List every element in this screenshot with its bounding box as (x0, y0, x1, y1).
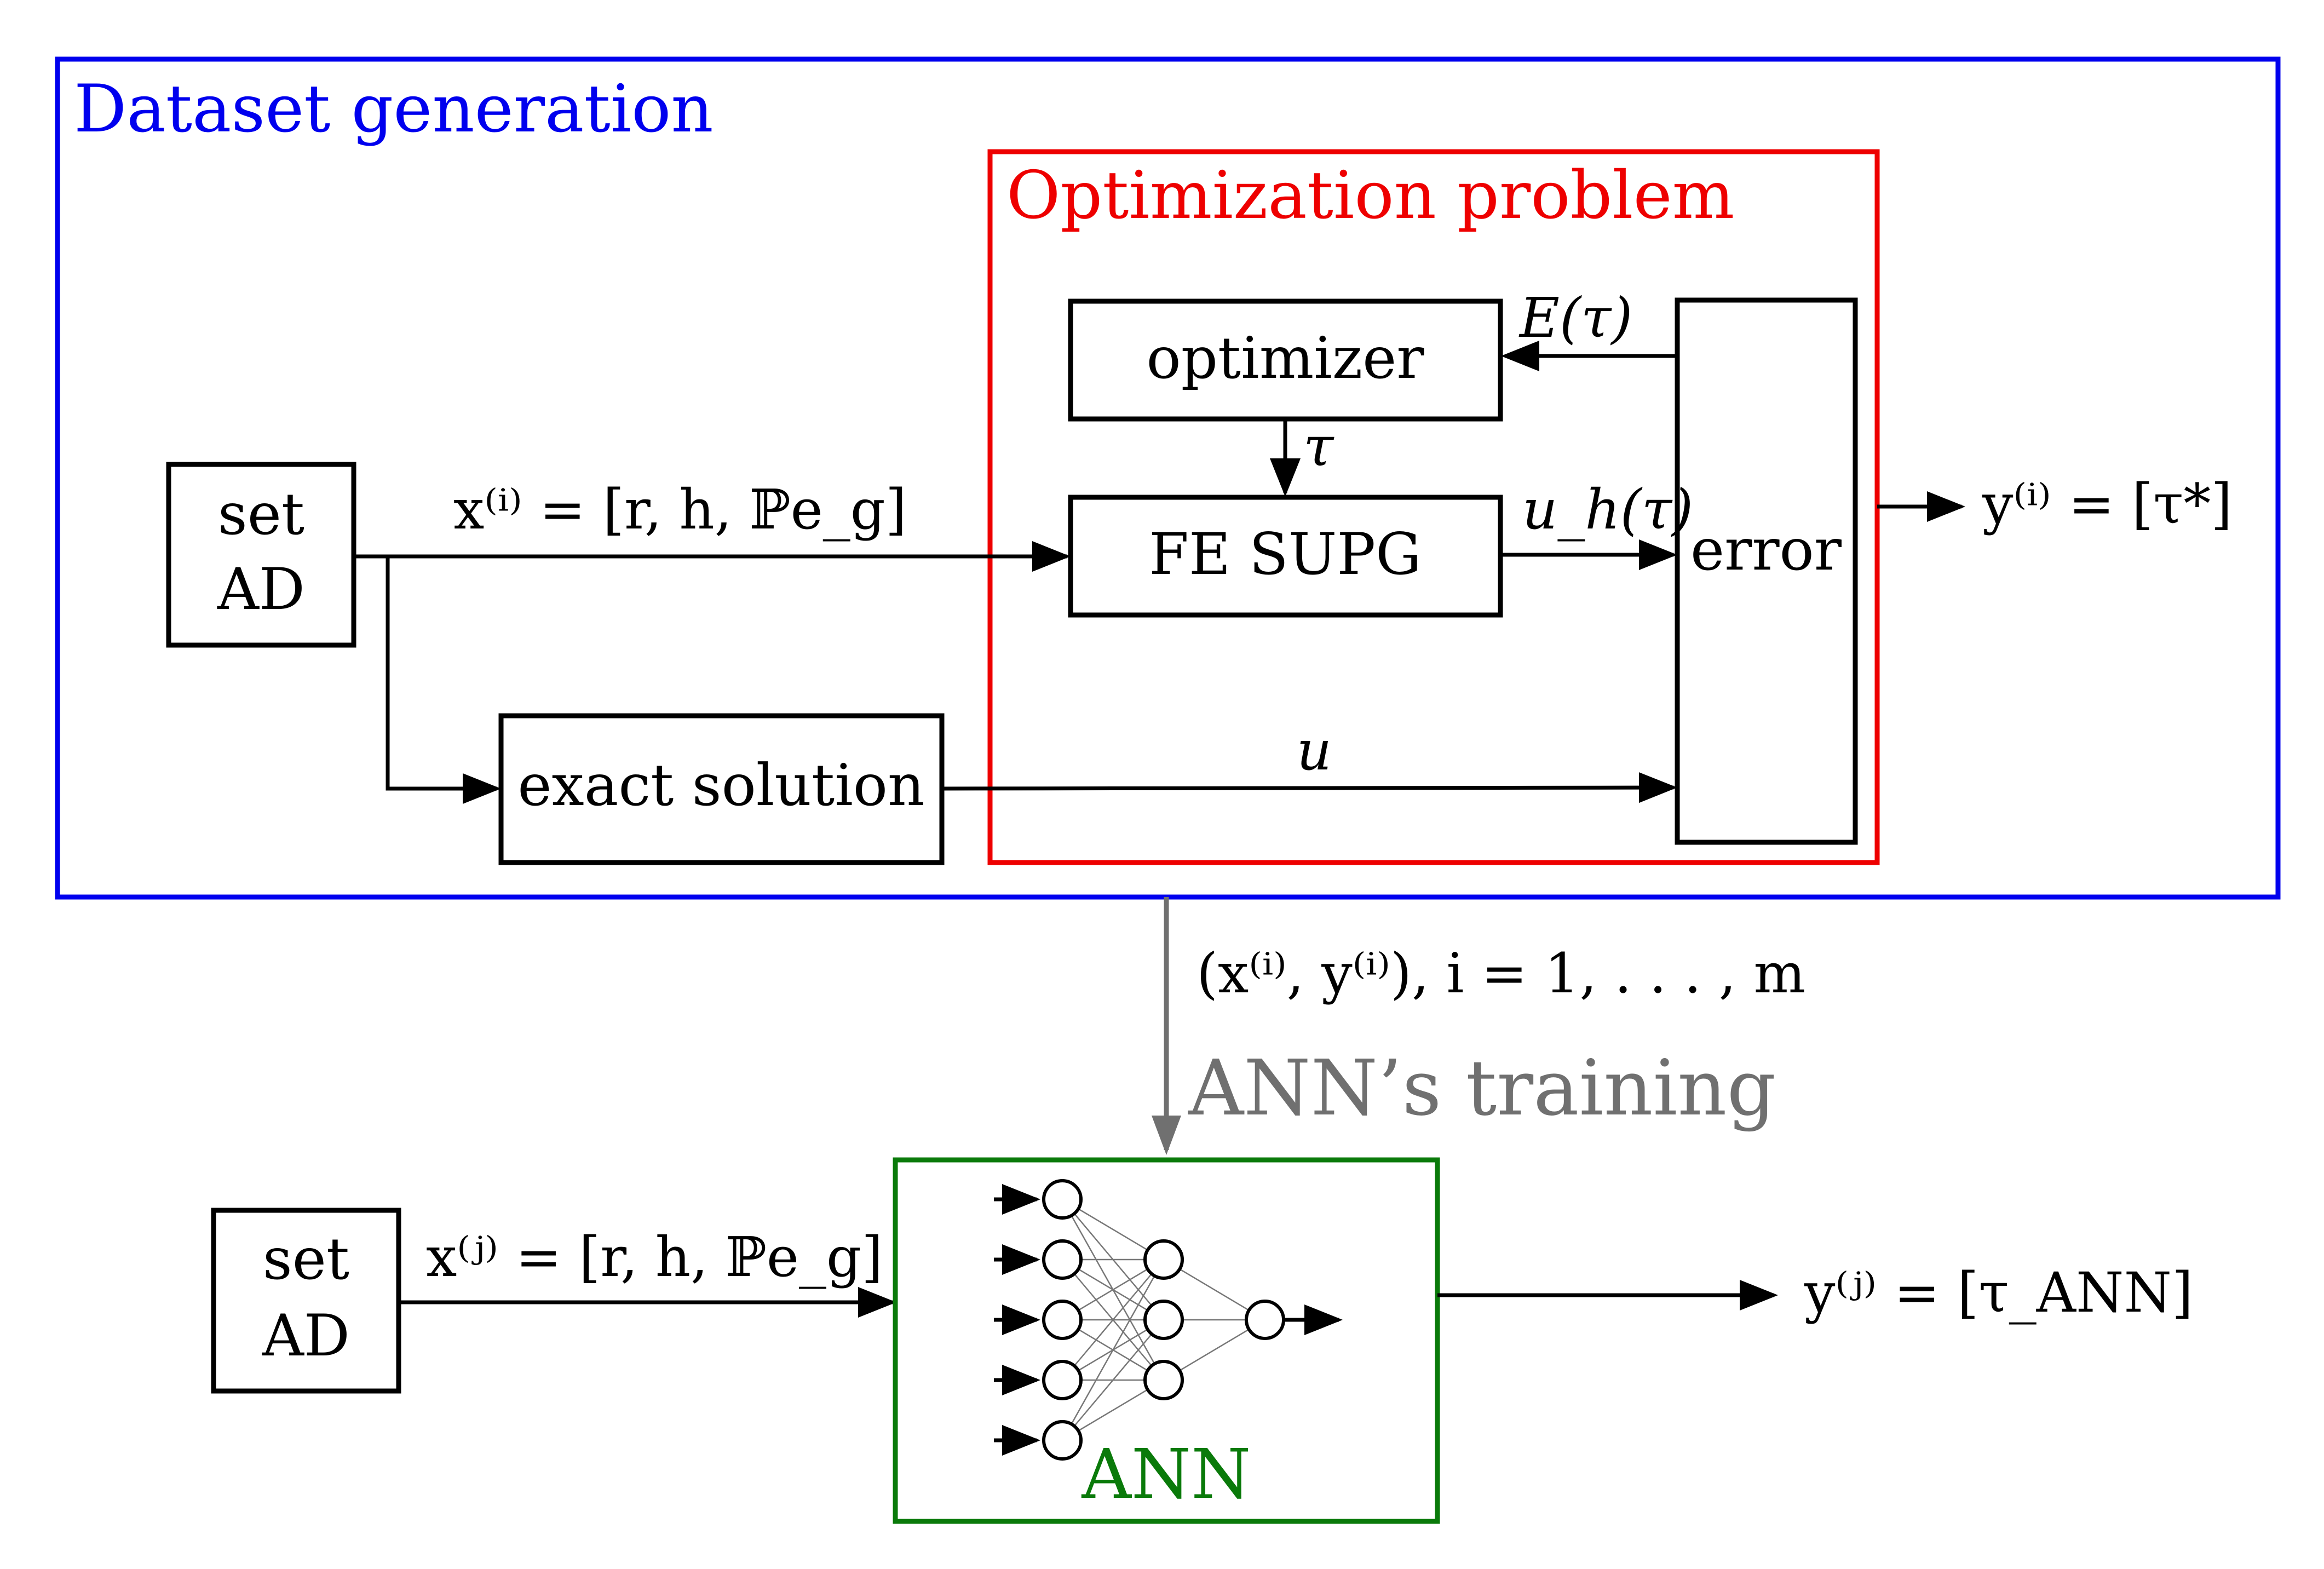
y-i-output-label: y⁽ⁱ⁾ = [τ*] (1982, 472, 2232, 536)
error-box (1675, 297, 1858, 845)
ann-training-label: ANN’s training (1188, 1044, 1776, 1133)
x-j-label: x⁽ʲ⁾ = [r, h, ℙe_g] (426, 1225, 883, 1289)
exact-solution-label: exact solution (517, 752, 924, 819)
fe-supg-box (1068, 495, 1503, 618)
setad-to-exact-arrow (386, 556, 501, 804)
y-j-output-label: y⁽ʲ⁾ = [τ_ANN] (1804, 1261, 2193, 1325)
fe-supg-label: FE SUPG (1149, 521, 1422, 588)
optimization-problem-title: Optimization problem (1006, 158, 1734, 234)
exact-solution-box (498, 713, 945, 865)
set-ad-box-inference (211, 1208, 401, 1394)
neural-network-icon (994, 1179, 1343, 1461)
set-ad-label-line2: AD (217, 556, 305, 623)
tau-label: τ (1303, 415, 1334, 479)
x-i-label: x⁽ⁱ⁾ = [r, h, ℙe_g] (453, 478, 907, 542)
e-tau-label: E(τ) (1518, 286, 1632, 350)
uh-tau-label: u_h(τ) (1522, 478, 1693, 542)
training-pairs-label: (x⁽ⁱ⁾, y⁽ⁱ⁾), i = 1, . . . , m (1196, 941, 1805, 1005)
error-label: error (1690, 516, 1842, 583)
u-label: u (1297, 719, 1332, 783)
exact-to-error-arrow (941, 772, 1677, 803)
set-ad-label-line1: set (218, 481, 304, 548)
ann-frame (893, 1157, 1440, 1524)
dataset-generation-title: Dataset generation (74, 71, 714, 147)
optimizer-label: optimizer (1146, 325, 1424, 392)
set-ad-inference-line2: AD (262, 1302, 350, 1369)
ann-label: ANN (1081, 1435, 1251, 1514)
set-ad-inference-line1: set (263, 1226, 349, 1292)
